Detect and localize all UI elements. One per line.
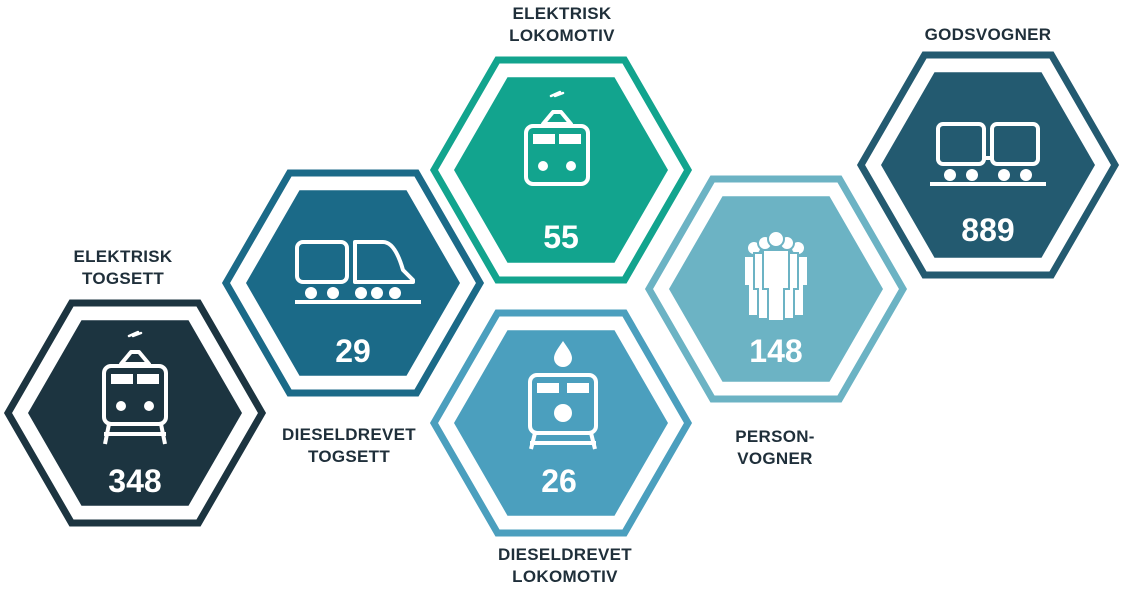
label-godsvogner: GODSVOGNER: [893, 24, 1083, 46]
label-line: GODSVOGNER: [924, 25, 1052, 44]
label-line: LOKOMOTIV: [512, 567, 618, 586]
label-line: ELEKTRISK: [512, 4, 612, 23]
hexagon-outer: [644, 175, 908, 403]
hexagon-outer: [221, 169, 485, 397]
label-personvogner: PERSON- VOGNER: [700, 426, 850, 470]
tile-dieseldrevet-lokomotiv: 26: [429, 309, 693, 537]
value-dieseldrevet-togsett: 29: [335, 333, 371, 369]
hexagon-outer: [856, 51, 1120, 279]
label-line: DIESELDREVET: [498, 545, 632, 564]
label-line: LOKOMOTIV: [509, 26, 615, 45]
label-elektrisk-togsett: ELEKTRISK TOGSETT: [48, 246, 198, 290]
tile-personvogner: 148: [644, 175, 908, 403]
tile-elektrisk-togsett: 348: [3, 299, 267, 527]
label-line: ELEKTRISK: [73, 247, 173, 266]
label-dieseldrevet-lokomotiv: DIESELDREVET LOKOMOTIV: [480, 544, 650, 588]
hexagon-inner: [454, 330, 668, 516]
diesel-trainset-icon: [295, 240, 421, 304]
label-dieseldrevet-togsett: DIESELDREVET TOGSETT: [264, 424, 434, 468]
hexagon-outer: [429, 309, 693, 537]
electric-trainset-icon: [102, 330, 168, 445]
passengers-icon: [745, 230, 807, 322]
label-line: VOGNER: [737, 449, 813, 468]
value-dieseldrevet-lokomotiv: 26: [541, 463, 577, 499]
hexagon-inner: [881, 72, 1095, 258]
label-line: PERSON-: [735, 427, 815, 446]
label-elektrisk-lokomotiv: ELEKTRISK LOKOMOTIV: [487, 3, 637, 47]
value-godsvogner: 889: [961, 212, 1014, 248]
label-line: DIESELDREVET: [282, 425, 416, 444]
freight-wagons-icon: [930, 122, 1046, 186]
tile-elektrisk-lokomotiv: 55: [429, 56, 693, 284]
hexagon-inner: [454, 77, 668, 263]
electric-locomotive-icon: [524, 90, 590, 186]
hexagon-inner: [28, 320, 242, 506]
tile-godsvogner: 889: [856, 51, 1120, 279]
label-line: TOGSETT: [307, 447, 391, 466]
value-personvogner: 148: [749, 333, 802, 369]
diesel-locomotive-icon: [528, 341, 598, 450]
value-elektrisk-togsett: 348: [108, 463, 161, 499]
hexagon-outer: [3, 299, 267, 527]
hexagon-inner: [246, 190, 460, 376]
value-elektrisk-lokomotiv: 55: [543, 219, 579, 255]
label-line: TOGSETT: [81, 269, 165, 288]
tile-dieseldrevet-togsett: 29: [221, 169, 485, 397]
hexagon-outer: [429, 56, 693, 284]
